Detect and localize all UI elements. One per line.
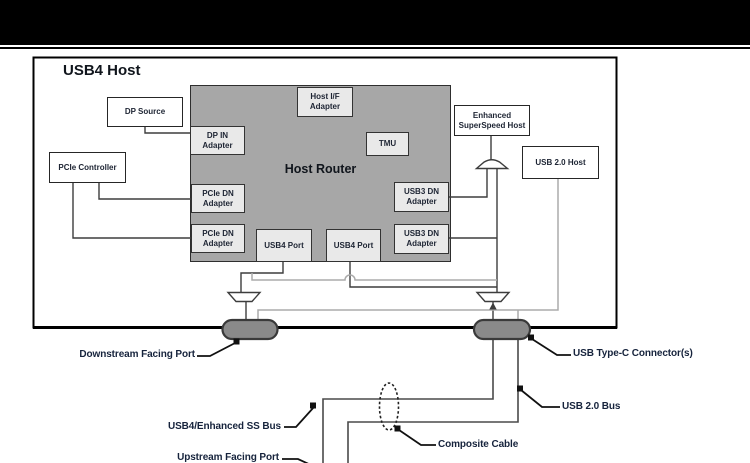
upstream-facing-port-label: Upstream Facing Port (177, 452, 279, 463)
composite-cable-label: Composite Cable (438, 439, 519, 450)
usb4-enhanced-ss-bus-label: USB4/Enhanced SS Bus (167, 421, 281, 432)
leader-composite-cable (398, 429, 436, 446)
usb4-port-1-box: USB4 Port (256, 229, 312, 262)
usb4-host-outer-border (32, 56, 618, 329)
usb4-port-2-box: USB4 Port (326, 229, 381, 262)
pcie-dn-adapter-2-box: PCIe DN Adapter (191, 224, 245, 253)
leader-usb20-bus (520, 389, 560, 408)
top-letterbox-bar (0, 0, 750, 45)
right-connector-mux-shape (475, 291, 511, 303)
host-router-label: Host Router (284, 162, 357, 176)
usb3-dn-adapter-1-box: USB3 DN Adapter (394, 182, 449, 212)
marker-usb20-bus (517, 385, 523, 392)
usb3-dn-adapter-2-box: USB3 DN Adapter (394, 224, 449, 254)
usb-type-c-connectors-label: USB Type-C Connector(s) (573, 348, 693, 359)
downstream-facing-port-pill (221, 318, 279, 341)
dp-in-adapter-box: DP IN Adapter (190, 126, 245, 155)
wire-usb4-ss-bus-cable (322, 339, 494, 463)
wire-pcie-controller-to-pcie-dn-2 (72, 183, 191, 239)
pcie-dn-adapter-1-box: PCIe DN Adapter (191, 184, 245, 213)
wire-pcie-controller-to-pcie-dn-1 (98, 183, 191, 200)
wire-dp-source-to-dp-in (144, 127, 190, 134)
wire-usb20-host-to-left-pill (257, 179, 559, 320)
left-connector-mux-shape (226, 291, 262, 303)
leader-usb4-ss-bus (284, 406, 315, 428)
usb-type-c-connector-pill (472, 318, 532, 341)
marker-composite-cable (394, 425, 401, 432)
pcie-controller-box: PCIe Controller (49, 152, 126, 183)
tmu-box: TMU (366, 132, 409, 156)
usb-20-host-box: USB 2.0 Host (522, 146, 599, 179)
ess-funnel-mux-shape (474, 159, 510, 170)
up-arrowhead (489, 302, 497, 310)
usb-20-bus-label: USB 2.0 Bus (562, 401, 621, 412)
enhanced-superspeed-host-box: Enhanced SuperSpeed Host (454, 105, 530, 136)
leader-upstream-facing-port (282, 458, 309, 463)
usb4-host-title: USB4 Host (63, 62, 141, 79)
dp-source-box: DP Source (107, 97, 183, 127)
marker-usb-type-c (528, 334, 534, 341)
downstream-facing-port-label: Downstream Facing Port (79, 349, 195, 360)
wire-usb4-port2-to-right-mux (349, 262, 497, 288)
wire-port1-branch-with-hop (251, 273, 497, 281)
top-divider-line (0, 47, 750, 49)
marker-downstream-facing-port (233, 338, 240, 345)
host-if-adapter-box: Host I/F Adapter (297, 87, 353, 117)
leader-usb-type-c (531, 338, 571, 356)
wire-usb4-port1-to-left-mux (240, 262, 284, 292)
composite-cable-ellipse (378, 382, 400, 431)
wire-usb20-bus-cable (347, 339, 519, 463)
wire-funnel-to-usb3-dn-1 (449, 169, 488, 198)
marker-usb4-ss-bus (310, 402, 316, 409)
leader-downstream-facing-port (197, 341, 238, 357)
